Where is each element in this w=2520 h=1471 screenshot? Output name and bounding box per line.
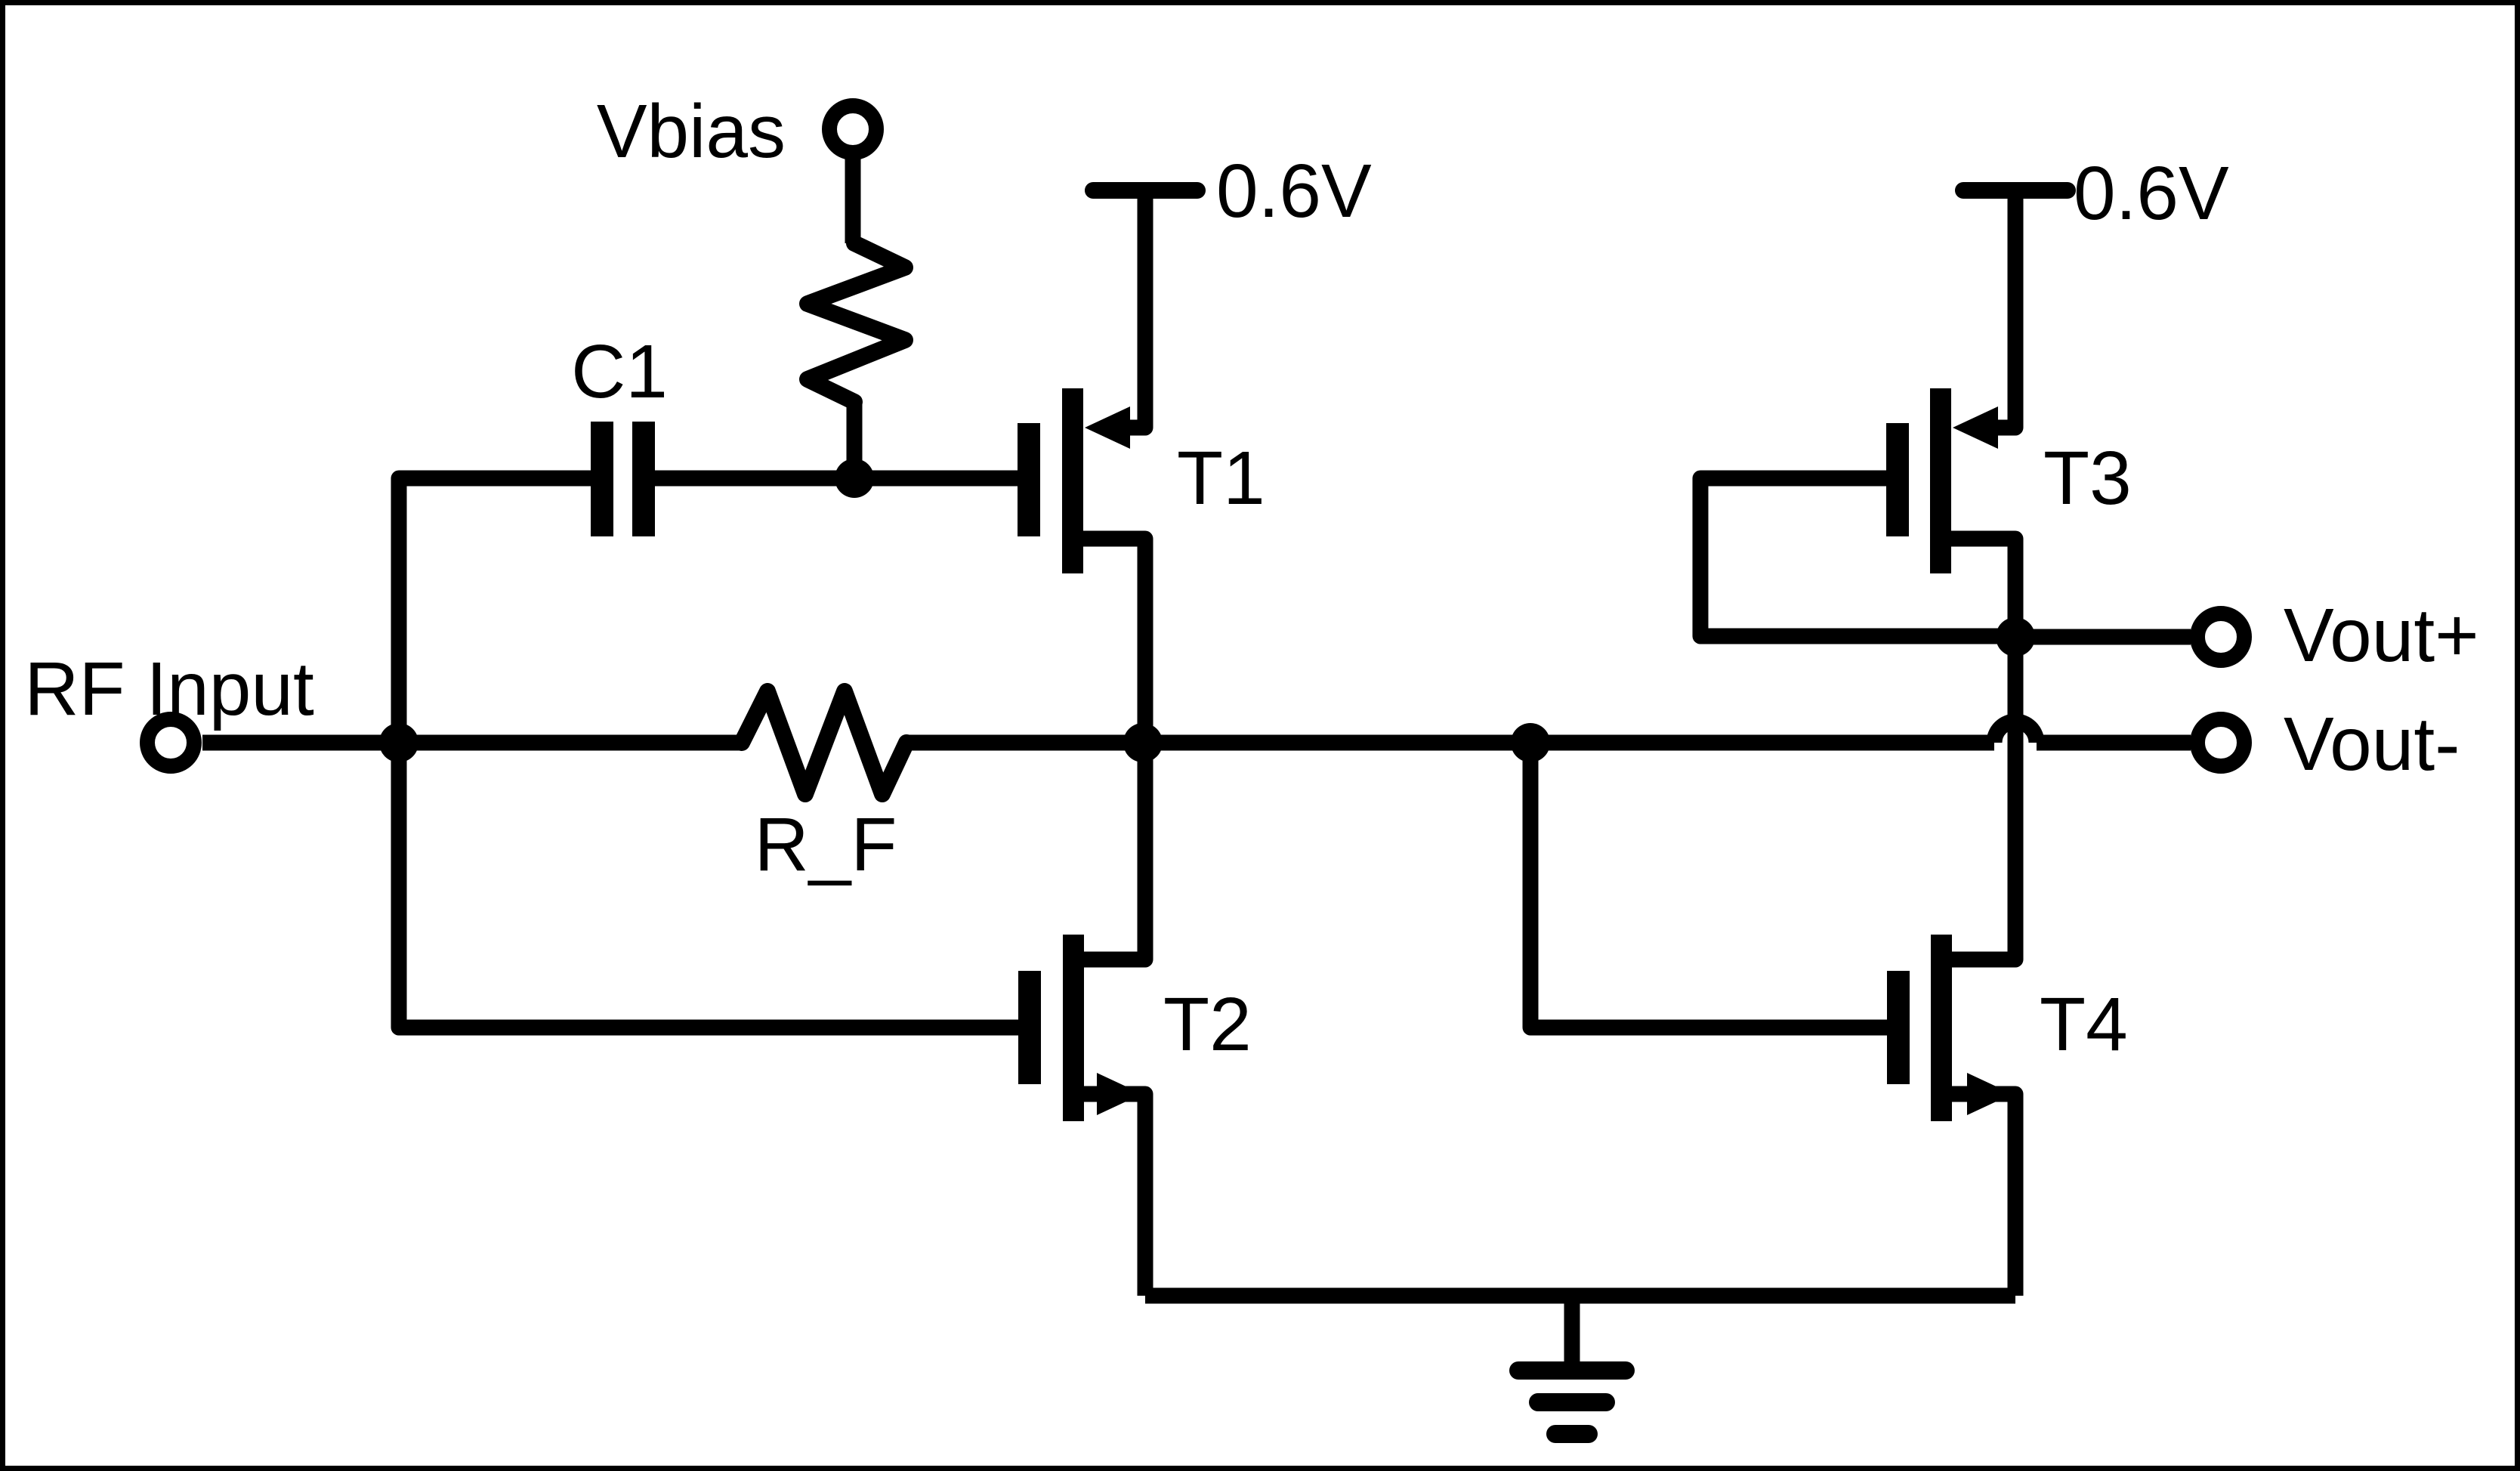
- supply-left-lead: [1126, 190, 1153, 436]
- t2-label: T2: [1163, 982, 1252, 1067]
- t3-drain-lead: [1951, 530, 2024, 637]
- t2-source-arrow-icon: [1097, 1073, 1142, 1115]
- junction-t4-gate-branch: [1511, 723, 1550, 762]
- rf-resistor-label: R_F: [755, 802, 897, 887]
- vout-plus-label: Vout+: [2284, 593, 2479, 678]
- t3-gate-bar: [1886, 423, 1909, 536]
- t4-source-arrow-icon: [1967, 1073, 2012, 1115]
- t4-channel-bar: [1931, 935, 1952, 1121]
- t4-label: T4: [2040, 982, 2128, 1067]
- terminals: [140, 98, 2252, 774]
- junction-stage1-output: [1123, 723, 1163, 762]
- junction-bias-gate-node: [835, 459, 874, 498]
- bias-resistor: [799, 235, 913, 410]
- t1-source-arrow-icon: [1085, 406, 1130, 449]
- t1-gate-bar: [1018, 423, 1040, 536]
- wires: [202, 155, 2191, 1371]
- t2-gate-bar: [1018, 971, 1041, 1084]
- t3-channel-bar: [1930, 388, 1951, 573]
- t4-transistor: [1887, 637, 2024, 1296]
- t4-source-lead: [1952, 1086, 2024, 1296]
- c1-left-plate: [591, 422, 613, 536]
- rf-input-terminal: [140, 712, 202, 774]
- t2-source-lead: [1084, 1086, 1153, 1296]
- supply-left: [1085, 182, 1206, 436]
- t3-label: T3: [2043, 436, 2132, 521]
- t4-drain-lead: [1952, 637, 2024, 968]
- t2-transistor: [1018, 743, 1153, 1296]
- vout-minus-terminal: [2190, 712, 2252, 774]
- wire-node-to-t4-gate: [1522, 743, 1887, 1036]
- t1-drain-lead: [1083, 530, 1153, 743]
- wire-input-up-to-c1: [391, 470, 591, 743]
- t3-source-arrow-icon: [1953, 406, 1998, 449]
- c1-capacitor: [591, 422, 655, 536]
- t1-channel-bar: [1062, 388, 1083, 573]
- junction-vout-plus-node: [1996, 617, 2035, 657]
- t2-drain-lead: [1084, 743, 1153, 968]
- wire-input-down-to-t2-gate: [391, 743, 1018, 1036]
- wire-t3-gate-loop: [1692, 470, 2015, 644]
- ground-symbol: [1509, 1361, 1635, 1443]
- supply-right-lead: [1993, 190, 2024, 436]
- c1-right-plate: [632, 422, 655, 536]
- junction-input-node: [379, 723, 418, 762]
- t3-transistor: [1886, 388, 2024, 637]
- c1-label: C1: [571, 329, 668, 414]
- vbias-label: Vbias: [597, 89, 786, 174]
- supply-left-label: 0.6V: [1216, 149, 1372, 233]
- t1-label: T1: [1177, 436, 1265, 521]
- vout-minus-label: Vout-: [2284, 702, 2460, 786]
- vout-plus-terminal: [2190, 606, 2252, 668]
- t1-transistor: [1018, 388, 1153, 743]
- supply-right: [1955, 182, 2076, 436]
- labels: Vbias 0.6V 0.6V C1 T1 T3 R_F T2 T4 RF In…: [24, 89, 2478, 1067]
- t2-channel-bar: [1063, 935, 1084, 1121]
- feedback-resistor: [733, 683, 915, 802]
- t4-gate-bar: [1887, 971, 1910, 1084]
- rf-input-label: RF Input: [24, 647, 314, 731]
- vbias-terminal: [822, 98, 884, 160]
- supply-right-label: 0.6V: [2074, 151, 2229, 236]
- junction-dots: [379, 459, 2035, 762]
